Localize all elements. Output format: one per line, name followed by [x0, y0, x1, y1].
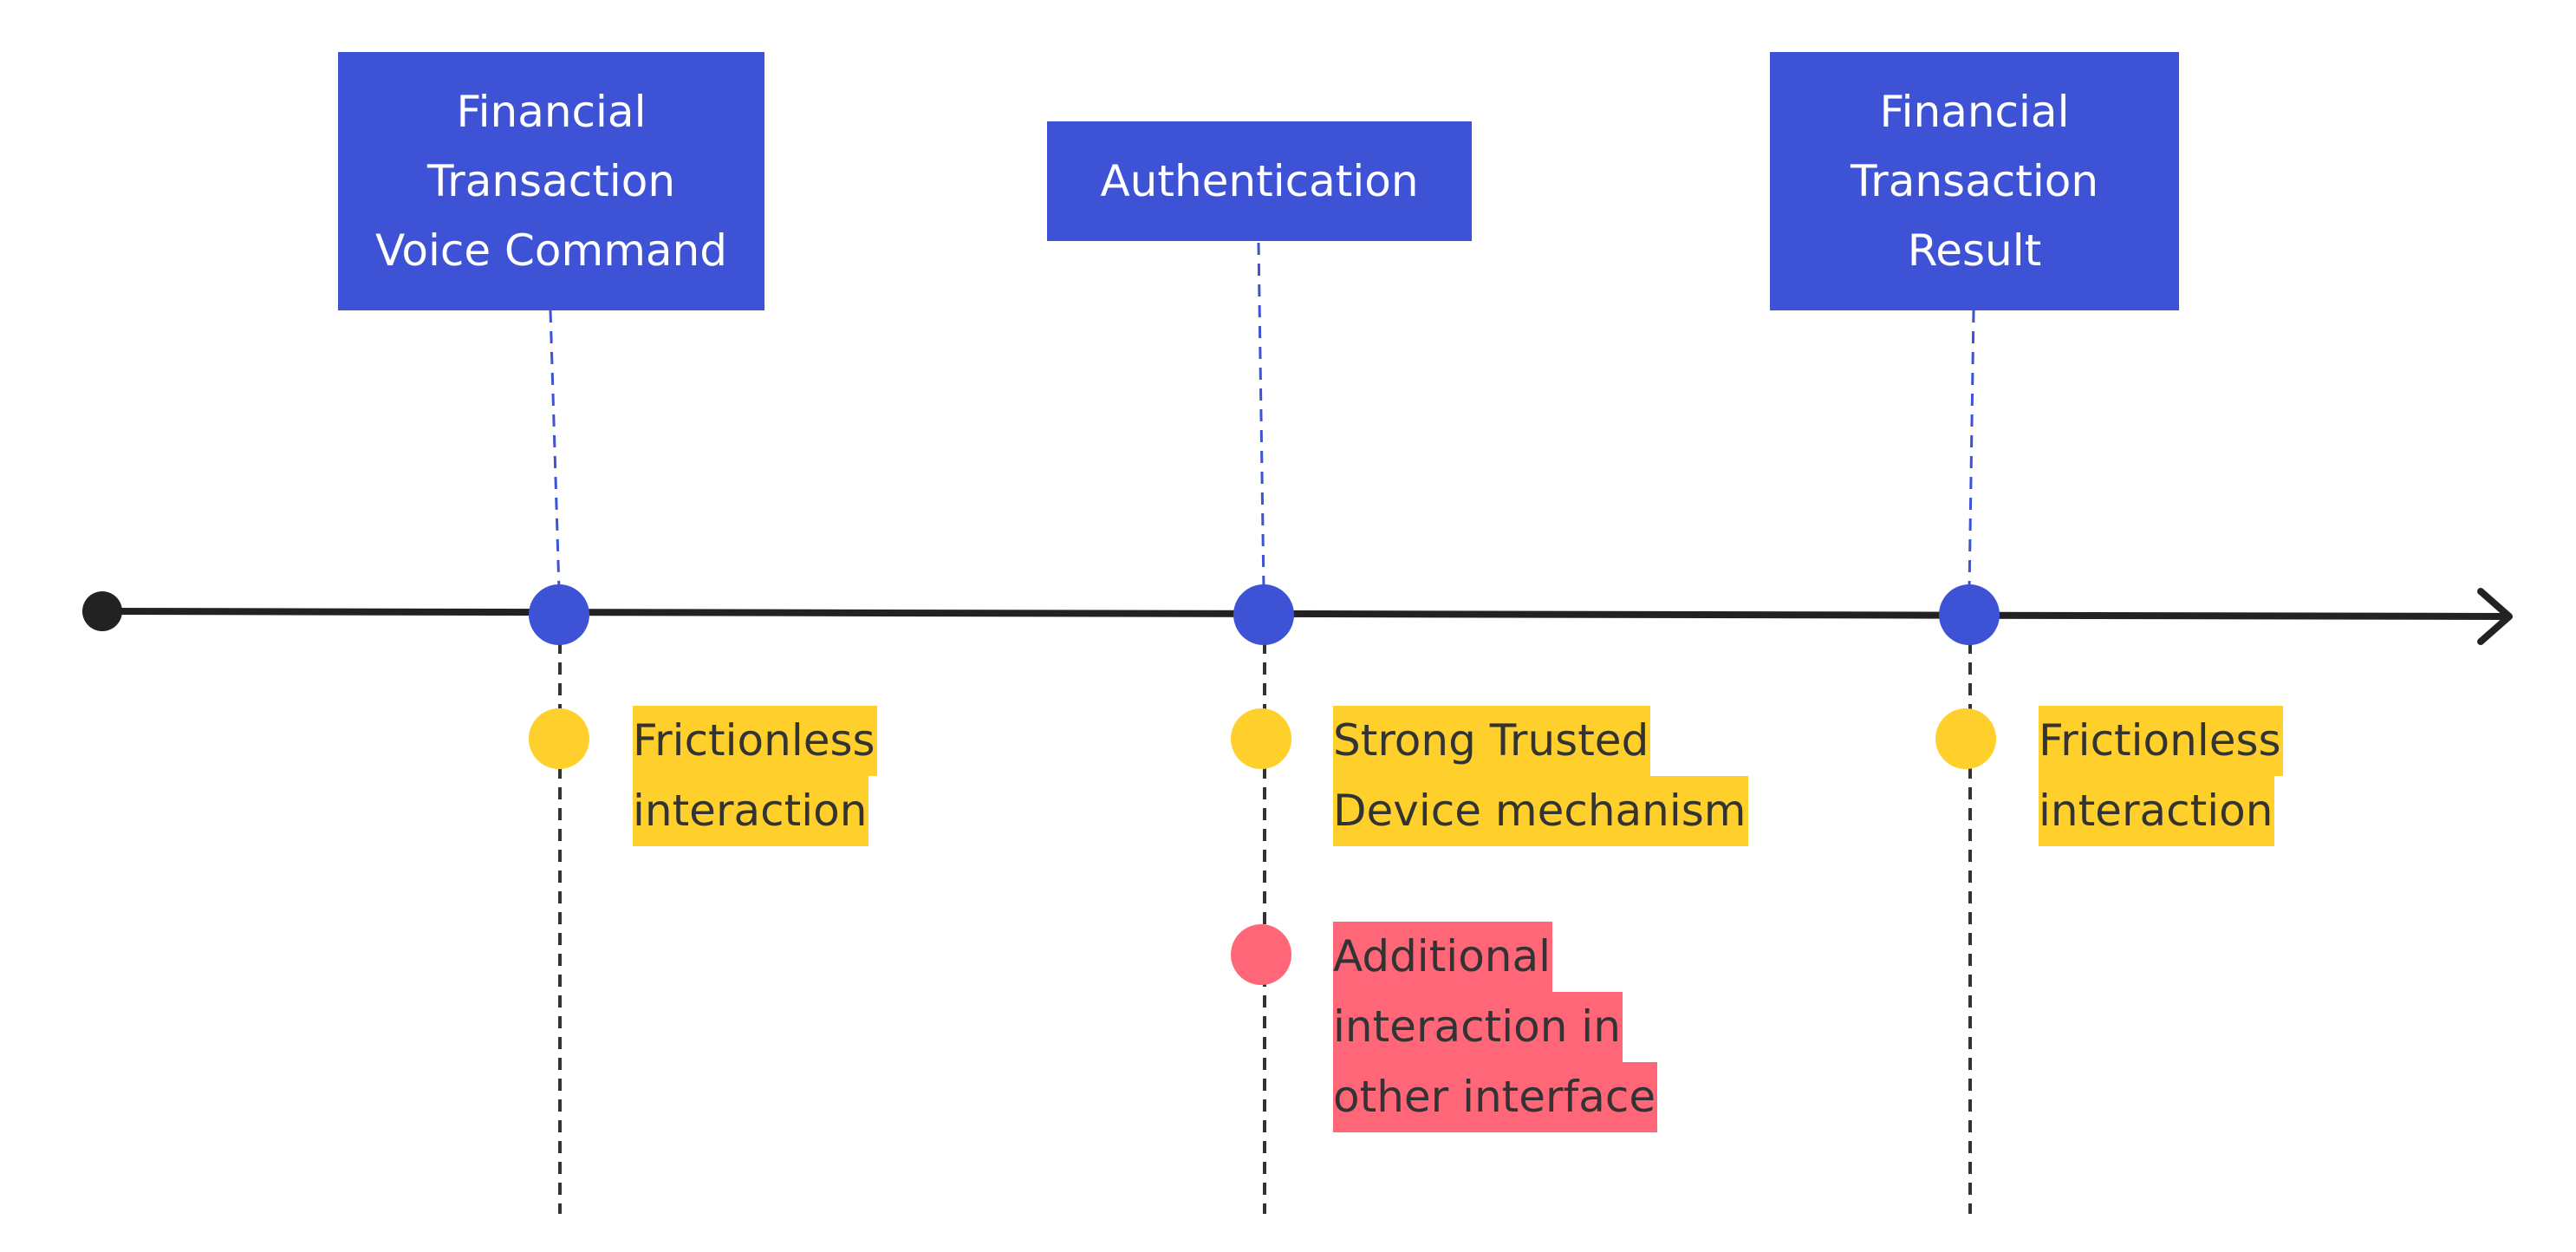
connector-phase-3 — [1968, 310, 1975, 590]
phase-dot-2 — [1233, 584, 1294, 645]
phase-label-line: Result — [1907, 225, 2042, 276]
phase-label-line: Financial — [1879, 87, 2070, 137]
note-line: Frictionless — [633, 706, 877, 776]
timeline-start-dot — [82, 591, 122, 631]
phase-label-line: Financial — [456, 87, 647, 137]
phase-box-transaction-result: Financial Transaction Result — [1770, 52, 2179, 310]
note-line: other interface — [1333, 1062, 1658, 1132]
phase-dot-1 — [529, 584, 589, 645]
timeline-axis — [101, 608, 2508, 620]
note-frictionless-2: Frictionless interaction — [2039, 706, 2283, 846]
phase-dot-3 — [1939, 584, 2000, 645]
note-line: interaction — [633, 776, 869, 846]
connector-phase-2 — [1257, 242, 1265, 590]
timeline-arrowhead — [2477, 588, 2513, 645]
note-line: interaction — [2039, 776, 2275, 846]
note-line: Device mechanism — [1333, 776, 1748, 846]
note-frictionless-1: Frictionless interaction — [633, 706, 877, 846]
note-marker-positive — [1231, 708, 1291, 769]
phase-box-voice-command: Financial Transaction Voice Command — [338, 52, 764, 310]
phase-label-line: Authentication — [1100, 156, 1419, 206]
note-additional-interaction: Additional interaction in other interfac… — [1333, 922, 1658, 1132]
note-marker-positive — [529, 708, 589, 769]
note-line: interaction in — [1333, 992, 1623, 1062]
phase-label-line: Transaction — [426, 156, 676, 206]
note-marker-negative — [1231, 924, 1291, 985]
note-line: Frictionless — [2039, 706, 2283, 776]
phase-label-line: Voice Command — [375, 225, 727, 276]
phase-box-authentication: Authentication — [1047, 121, 1472, 241]
phase-label-line: Transaction — [1850, 156, 2099, 206]
connector-phase-1 — [549, 310, 561, 590]
note-strong-trusted-device: Strong Trusted Device mechanism — [1333, 706, 1748, 846]
note-marker-positive — [1935, 708, 1996, 769]
note-line: Additional — [1333, 922, 1553, 992]
note-line: Strong Trusted — [1333, 706, 1651, 776]
